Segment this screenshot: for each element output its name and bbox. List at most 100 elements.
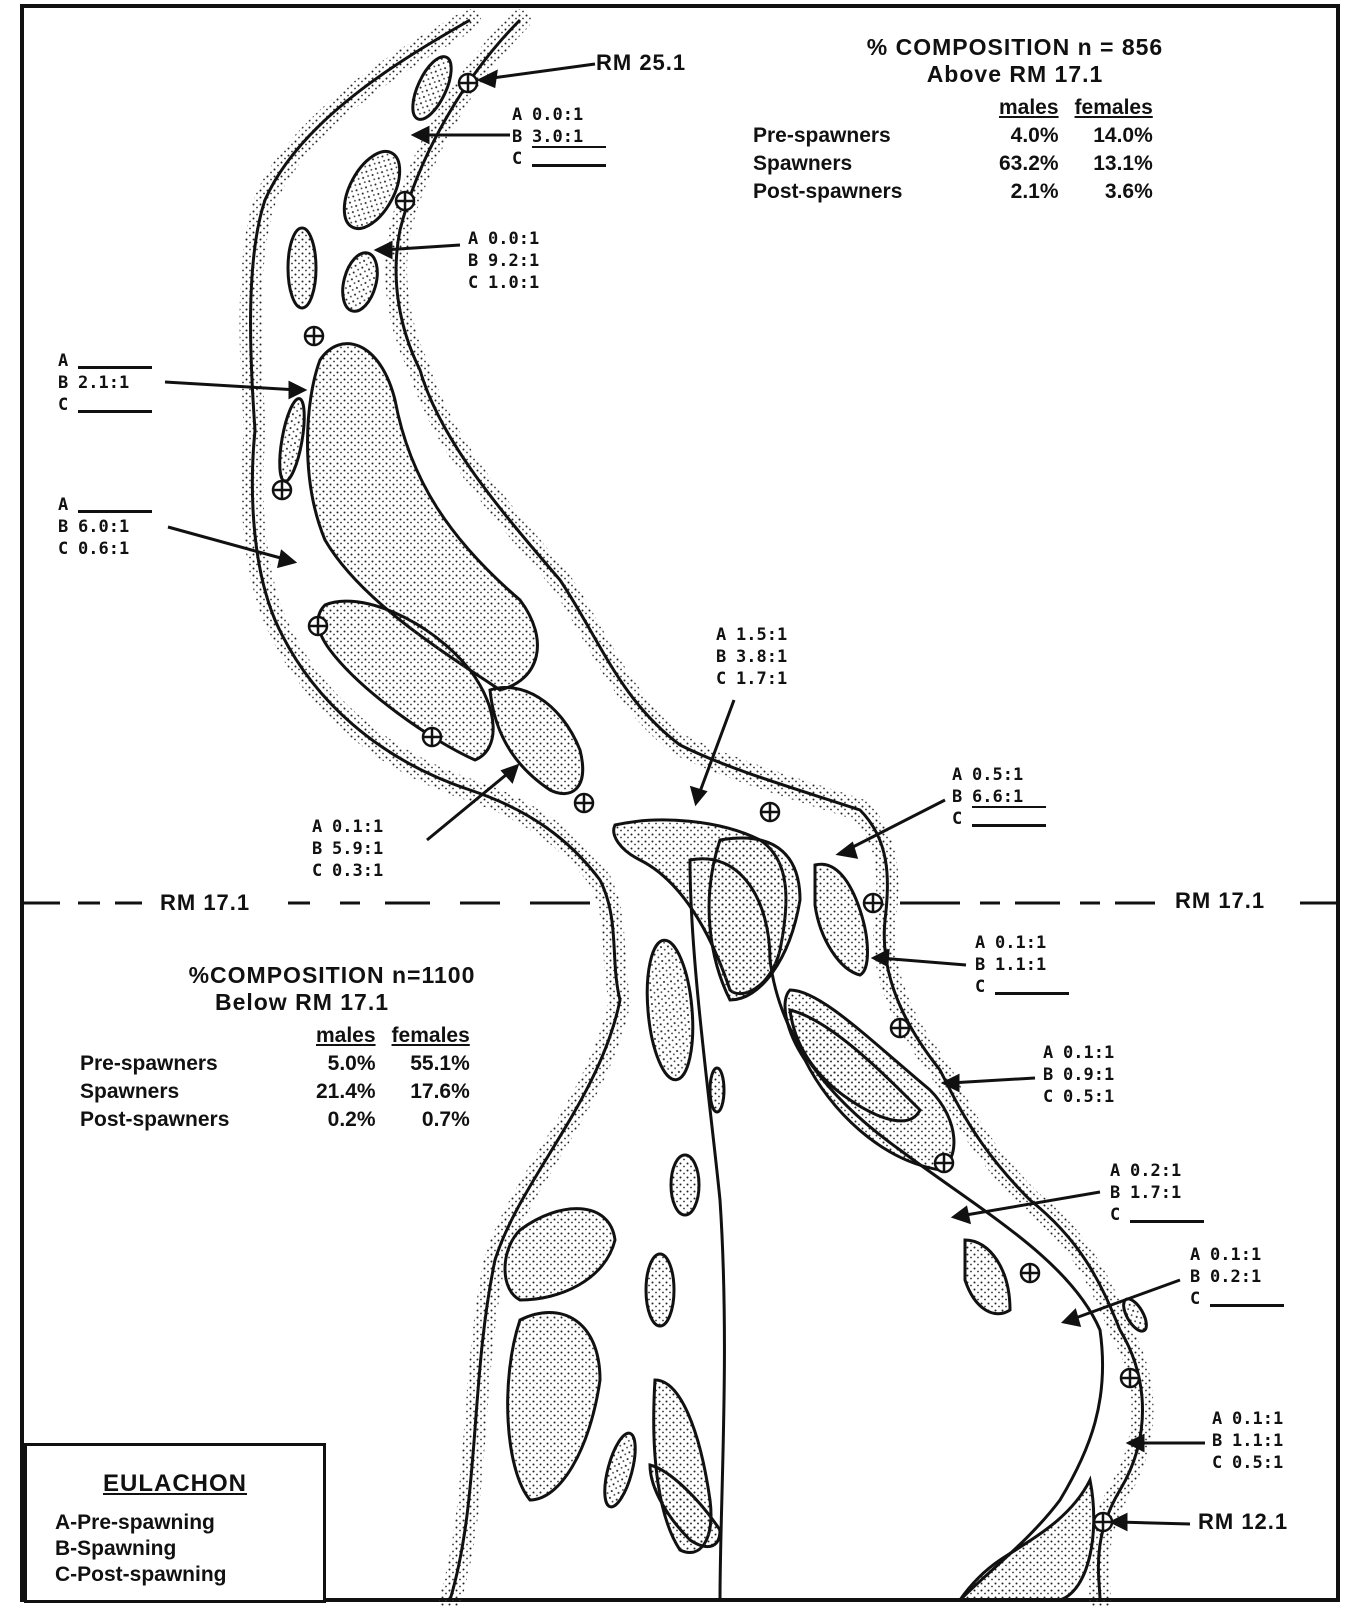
males-value: 63.2% [999,152,1059,175]
ratio-b: 3.0:1 [532,128,606,148]
station-marker [307,615,329,637]
legend-item: B-Spawning [55,1537,177,1560]
ratio-a: 0.0:1 [532,105,584,125]
station-marker [1019,1262,1041,1284]
composition-below: %COMPOSITION n=1100 Below RM 17.1 males … [72,962,592,1134]
males-value: 0.2% [327,1108,376,1131]
station-marker [759,801,781,823]
composition-title: % COMPOSITION n = 856 [866,34,1164,60]
islands [278,55,1148,1602]
col-females: females [391,1024,470,1047]
ratio-b: 1.1:1 [995,955,1047,975]
ratio-b: 0.9:1 [1063,1065,1115,1085]
station-marker [933,1152,955,1174]
ratio-a: 0.1:1 [1232,1409,1284,1429]
legend-title: EULACHON [103,1470,247,1497]
ratio-c: 1.7:1 [736,669,788,689]
males-value: 2.1% [1010,180,1059,203]
station-marker [394,190,416,212]
ratio-b: 3.8:1 [736,647,788,667]
composition-subtitle: Above RM 17.1 [926,61,1104,87]
delta-island [688,857,1105,1602]
ratio-a: 0.1:1 [1063,1043,1115,1063]
table-row: Spawners 21.4% 17.6% [72,1078,478,1106]
composition-above: % COMPOSITION n = 856 Above RM 17.1 male… [745,34,1285,206]
legend: EULACHON A-Pre-spawning B-Spawning C-Pos… [24,1443,326,1603]
station-marker [457,72,479,94]
row-label: Post-spawners [753,180,903,203]
ratio-b: 6.0:1 [78,517,130,537]
ratio-a: 0.2:1 [1130,1161,1182,1181]
station-marker [271,479,293,501]
table-row: Post-spawners 0.2% 0.7% [72,1106,478,1134]
ratio-c [78,398,152,413]
table-row: Post-spawners 2.1% 3.6% [745,178,1161,206]
ratio-c: 1.0:1 [488,273,540,293]
ratio-b: 2.1:1 [78,373,130,393]
ratio-c: 0.3:1 [332,861,384,881]
station-marker [862,892,884,914]
females-value: 3.6% [1104,180,1153,203]
ratio-c [995,980,1069,995]
station-marker [303,325,325,347]
males-value: 4.0% [1010,124,1059,147]
river-mile-label: RM 17.1 [160,890,251,915]
table-row: Pre-spawners 5.0% 55.1% [72,1050,478,1078]
ratio-c: 0.6:1 [78,539,130,559]
legend-item: A-Pre-spawning [55,1511,215,1534]
ratio-b: 5.9:1 [332,839,384,859]
ratio-b: 1.1:1 [1232,1431,1284,1451]
ratio-a: 1.5:1 [736,625,788,645]
females-value: 0.7% [421,1108,470,1131]
composition-table: males females Pre-spawners 4.0% 14.0% Sp… [745,94,1161,206]
row-label: Spawners [753,152,853,175]
ratio-c: 0.5:1 [1232,1453,1284,1473]
station-marker [889,1017,911,1039]
station-marker [573,792,595,814]
composition-title: %COMPOSITION n=1100 [188,962,476,988]
females-value: 17.6% [410,1080,470,1103]
legend-item: C-Post-spawning [55,1563,227,1586]
ratio-a [78,498,152,513]
col-females: females [1074,96,1153,119]
ratio-b: 6.6:1 [972,788,1046,808]
males-value: 5.0% [327,1052,376,1075]
river-mile-label: RM 17.1 [1175,888,1266,913]
ratio-c: 0.5:1 [1063,1087,1115,1107]
ratio-a: 0.0:1 [488,229,540,249]
table-row: Spawners 63.2% 13.1% [745,150,1161,178]
col-males: males [316,1024,376,1047]
ratio-c [1130,1208,1204,1223]
ratio-c [972,812,1046,827]
ratio-a [78,354,152,369]
river-mile-label: RM 12.1 [1198,1509,1289,1534]
row-label: Pre-spawners [753,124,891,147]
ratio-b: 9.2:1 [488,251,540,271]
ratio-c [1210,1292,1284,1307]
map-frame [20,4,1340,1602]
ratio-b: 1.7:1 [1130,1183,1182,1203]
station-marker [1119,1367,1141,1389]
table-row: Pre-spawners 4.0% 14.0% [745,122,1161,150]
ratio-a: 0.5:1 [972,765,1024,785]
row-label: Spawners [80,1080,180,1103]
males-value: 21.4% [316,1080,376,1103]
row-label: Post-spawners [80,1108,230,1131]
station-marker [421,726,443,748]
col-males: males [999,96,1059,119]
composition-table: males females Pre-spawners 5.0% 55.1% Sp… [72,1022,478,1134]
row-label: Pre-spawners [80,1052,218,1075]
ratio-a: 0.1:1 [1210,1245,1262,1265]
